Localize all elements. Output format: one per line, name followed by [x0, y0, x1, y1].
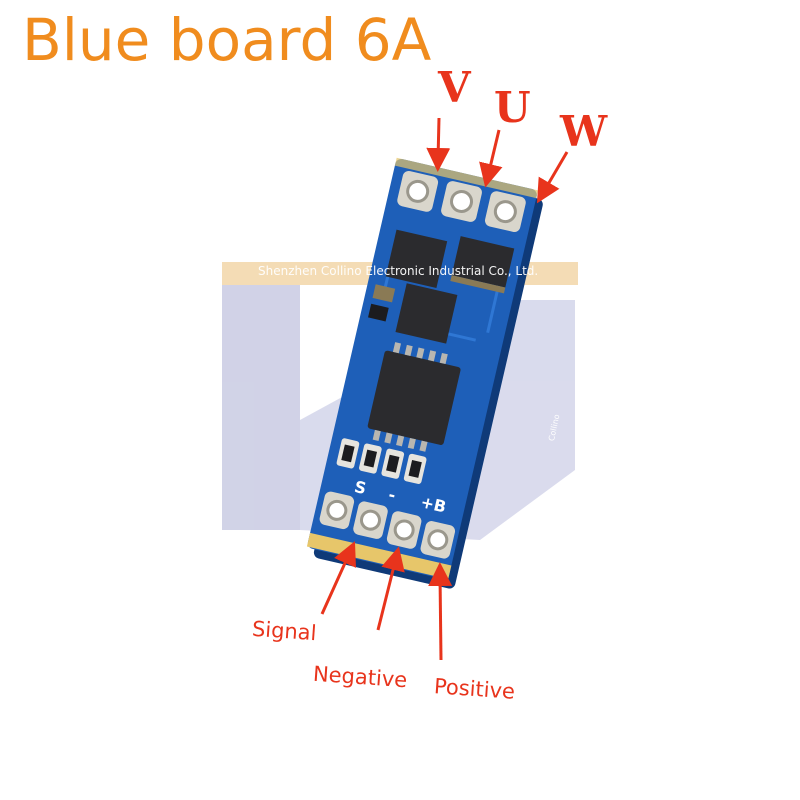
watermark-company: Shenzhen Collino Electronic Industrial C…	[258, 264, 539, 278]
mosfet-3	[395, 283, 458, 344]
pin-label-signal: Signal	[251, 616, 318, 646]
arrow-negative	[376, 546, 405, 631]
phase-label-u: U	[494, 83, 531, 132]
silk-minus: -	[387, 485, 398, 505]
input-pads	[319, 491, 456, 559]
phase-label-w: W	[560, 107, 608, 156]
esc-board: ​ S - +B	[306, 157, 543, 589]
mosfet-2	[451, 236, 515, 288]
resistor-array	[336, 438, 427, 484]
pin-label-positive: Positive	[433, 674, 516, 704]
phase-label-v: V	[438, 63, 471, 112]
callout-arrows	[320, 117, 569, 661]
component-cap	[372, 284, 396, 303]
arrow-signal	[320, 541, 356, 615]
silk-s: S	[353, 477, 369, 498]
mosfet-1	[385, 229, 448, 289]
output-pads	[397, 170, 526, 232]
controller-chip: ​	[367, 342, 461, 452]
page-title: Blue board 6A	[22, 6, 432, 74]
arrow-u	[479, 129, 503, 188]
watermark-k-stem	[222, 282, 300, 530]
arrow-w	[536, 151, 569, 204]
arrow-v	[426, 117, 451, 172]
component-ic-small	[368, 303, 389, 322]
arrow-positive	[428, 562, 453, 661]
